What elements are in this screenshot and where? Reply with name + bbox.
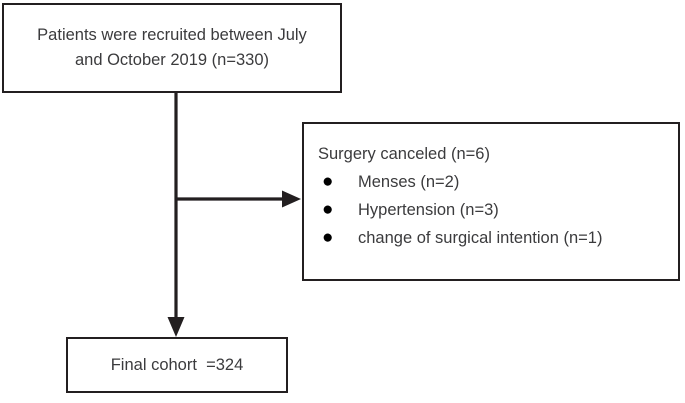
recruitment-box: Patients were recruited between July and… [2, 3, 342, 93]
main-vertical-flow-arrowhead [167, 317, 185, 337]
final-cohort-box: Final cohort =324 [66, 337, 288, 393]
bullet-icon: ● [322, 199, 334, 220]
exclusion-branch-arrowhead [282, 190, 301, 208]
list-item: ● Menses (n=2) [318, 168, 678, 196]
list-item-label: Menses (n=2) [358, 173, 460, 191]
bullet-icon: ● [322, 171, 334, 192]
list-item-label: Hypertension (n=3) [358, 201, 499, 219]
list-item: ● change of surgical intention (n=1) [318, 224, 678, 252]
recruitment-line-1: Patients were recruited between July [37, 26, 307, 44]
exclusions-box: Surgery canceled (n=6) ● Menses (n=2) ● … [302, 122, 680, 281]
final-cohort-label: Final cohort =324 [110, 356, 244, 374]
exclusions-heading: Surgery canceled (n=6) [318, 145, 490, 163]
list-item: ● Hypertension (n=3) [318, 196, 678, 224]
list-item-label: change of surgical intention (n=1) [358, 229, 603, 247]
bullet-icon: ● [322, 227, 334, 248]
recruitment-line-2: and October 2019 (n=330) [74, 51, 269, 69]
exclusions-list: ● Menses (n=2) ● Hypertension (n=3) ● ch… [318, 168, 678, 252]
